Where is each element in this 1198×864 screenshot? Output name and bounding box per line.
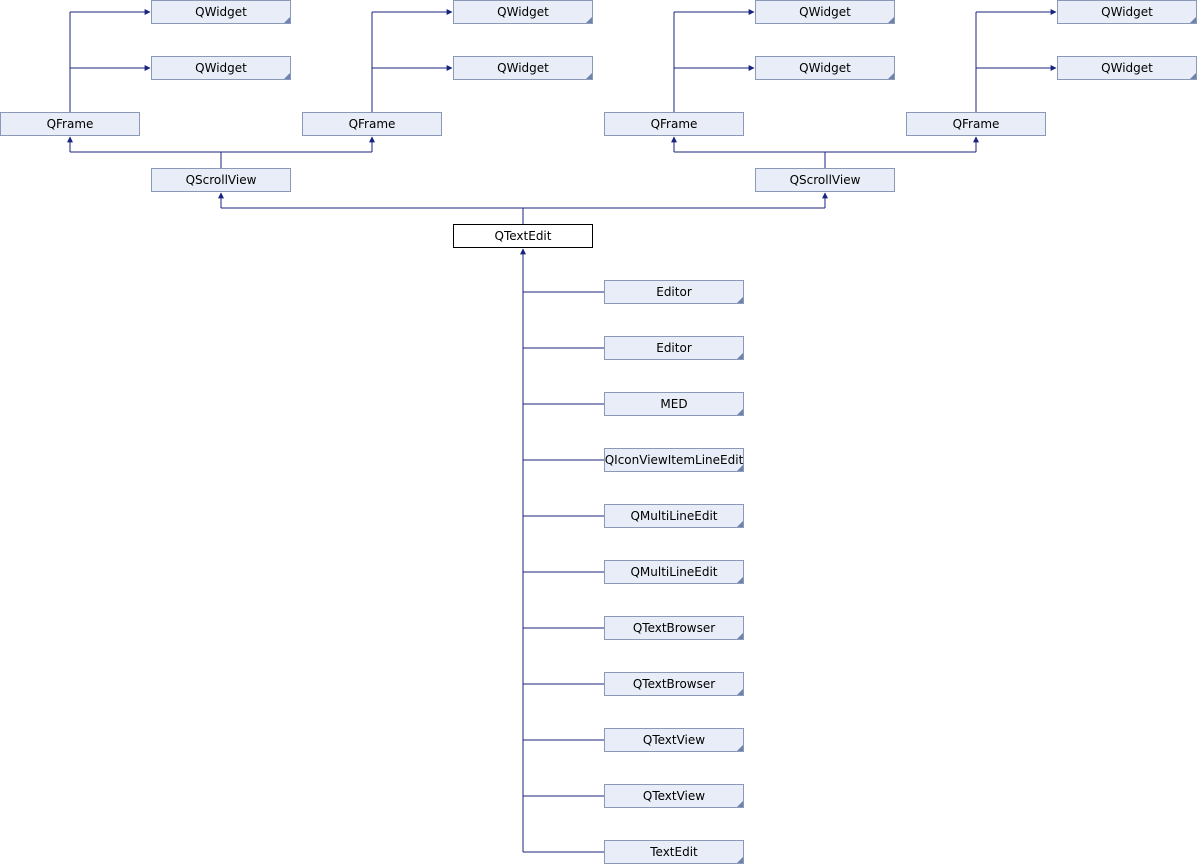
node-corner bbox=[284, 17, 290, 23]
node-label: QScrollView bbox=[789, 173, 861, 187]
qwidget-node[interactable]: QWidget bbox=[1057, 56, 1197, 80]
node-label: Editor bbox=[656, 285, 692, 299]
node-label: QWidget bbox=[799, 61, 851, 75]
node-label: QMultiLineEdit bbox=[630, 509, 718, 523]
subclass-node[interactable]: Editor bbox=[604, 336, 744, 360]
node-corner bbox=[888, 73, 894, 79]
qscrollview-node[interactable]: QScrollView bbox=[755, 168, 895, 192]
qwidget-node[interactable]: QWidget bbox=[755, 56, 895, 80]
qframe-node[interactable]: QFrame bbox=[302, 112, 442, 136]
subclass-node[interactable]: QMultiLineEdit bbox=[604, 504, 744, 528]
qframe-node[interactable]: QFrame bbox=[906, 112, 1046, 136]
node-label: QWidget bbox=[195, 61, 247, 75]
node-label: QFrame bbox=[348, 117, 396, 131]
qframe-node[interactable]: QFrame bbox=[0, 112, 140, 136]
subclass-node[interactable]: TextEdit bbox=[604, 840, 744, 864]
qwidget-node[interactable]: QWidget bbox=[453, 56, 593, 80]
node-corner bbox=[1190, 17, 1196, 23]
node-label: QFrame bbox=[650, 117, 698, 131]
node-corner bbox=[586, 17, 592, 23]
subclass-node[interactable]: QTextBrowser bbox=[604, 672, 744, 696]
node-label: TextEdit bbox=[650, 845, 698, 859]
node-corner bbox=[737, 857, 743, 863]
node-corner bbox=[737, 633, 743, 639]
qwidget-node[interactable]: QWidget bbox=[755, 0, 895, 24]
node-label: QWidget bbox=[195, 5, 247, 19]
node-label: QIconViewItemLineEdit bbox=[604, 453, 744, 467]
subclass-node[interactable]: Editor bbox=[604, 280, 744, 304]
node-corner bbox=[737, 521, 743, 527]
qwidget-node[interactable]: QWidget bbox=[1057, 0, 1197, 24]
node-label: QWidget bbox=[497, 61, 549, 75]
qwidget-node[interactable]: QWidget bbox=[151, 0, 291, 24]
qwidget-node[interactable]: QWidget bbox=[453, 0, 593, 24]
node-label: MED bbox=[660, 397, 688, 411]
node-label: QWidget bbox=[1101, 61, 1153, 75]
node-label: QTextBrowser bbox=[632, 621, 716, 635]
subclass-node[interactable]: MED bbox=[604, 392, 744, 416]
subclass-node[interactable]: QTextBrowser bbox=[604, 616, 744, 640]
node-label: QScrollView bbox=[185, 173, 257, 187]
qwidget-node[interactable]: QWidget bbox=[151, 56, 291, 80]
node-corner bbox=[737, 577, 743, 583]
node-corner bbox=[737, 689, 743, 695]
node-label: QFrame bbox=[46, 117, 94, 131]
node-label: QMultiLineEdit bbox=[630, 565, 718, 579]
qscrollview-node[interactable]: QScrollView bbox=[151, 168, 291, 192]
qtextedit-root-node: QTextEdit bbox=[453, 224, 593, 248]
node-corner bbox=[737, 353, 743, 359]
node-label: QTextView bbox=[642, 789, 706, 803]
node-corner bbox=[737, 801, 743, 807]
node-corner bbox=[737, 297, 743, 303]
qframe-node[interactable]: QFrame bbox=[604, 112, 744, 136]
node-label: QWidget bbox=[799, 5, 851, 19]
subclass-node[interactable]: QIconViewItemLineEdit bbox=[604, 448, 744, 472]
node-corner bbox=[737, 745, 743, 751]
node-label: QTextEdit bbox=[494, 229, 552, 243]
node-label: QTextBrowser bbox=[632, 677, 716, 691]
subclass-node[interactable]: QMultiLineEdit bbox=[604, 560, 744, 584]
node-corner bbox=[1190, 73, 1196, 79]
node-corner bbox=[737, 465, 743, 471]
subclass-node[interactable]: QTextView bbox=[604, 728, 744, 752]
node-label: Editor bbox=[656, 341, 692, 355]
node-label: QTextView bbox=[642, 733, 706, 747]
node-corner bbox=[586, 73, 592, 79]
node-corner bbox=[888, 17, 894, 23]
node-label: QWidget bbox=[497, 5, 549, 19]
node-label: QWidget bbox=[1101, 5, 1153, 19]
node-corner bbox=[284, 73, 290, 79]
node-corner bbox=[737, 409, 743, 415]
node-label: QFrame bbox=[952, 117, 1000, 131]
subclass-node[interactable]: QTextView bbox=[604, 784, 744, 808]
